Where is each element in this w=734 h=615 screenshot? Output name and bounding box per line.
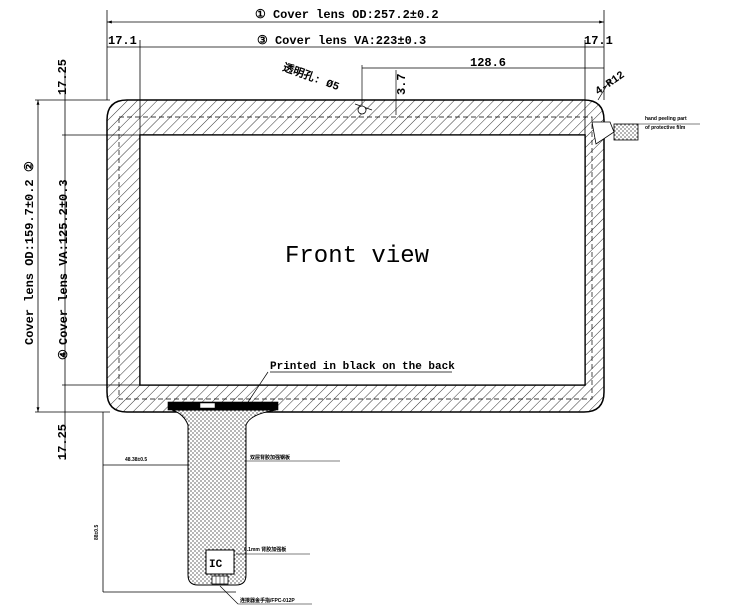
fpc-length-label: 88±0.5 <box>94 525 100 540</box>
fpc-dimensions: 48.38±0.5 双层背胶加强钢板 88±0.5 0.1mm 背胶加强板 连接… <box>94 412 340 605</box>
bottom-margin-label: 17.25 <box>56 424 70 460</box>
fpc-label: 双层背胶加强钢板 <box>250 454 291 461</box>
fpc-tail: IC <box>167 401 279 586</box>
cover-od-width-label: ① Cover lens OD:257.2±0.2 <box>255 8 439 22</box>
viewing-area <box>139 134 586 386</box>
connector-label: 连接器金手指/FPC-012P <box>240 597 295 604</box>
left-margin-label: 17.1 <box>108 34 137 48</box>
circle-num-od: ② <box>23 161 37 172</box>
peel-label-1: hand peeling part <box>645 116 687 122</box>
peel-label-2: of protective film <box>645 125 686 131</box>
fpc-offset-label: 48.38±0.5 <box>125 457 147 463</box>
cover-lens: Front view <box>106 99 605 413</box>
printed-black-label: Printed in black on the back <box>270 361 455 373</box>
cover-va-height-label: Cover lens VA:125.2±0.3 <box>57 179 71 345</box>
ic-label: IC <box>209 559 223 571</box>
left-dimensions: Cover lens OD:159.7±0.2 ② Cover lens VA:… <box>23 59 140 460</box>
cover-va-width-label: ③ Cover lens VA:223±0.3 <box>257 34 426 48</box>
top-margin-label: 17.25 <box>56 59 70 95</box>
dim-128-label: 128.6 <box>470 56 506 70</box>
transparent-hole <box>357 105 367 115</box>
printed-note: Printed in black on the back <box>247 361 455 403</box>
corner-radius-label: 4-R12 <box>593 70 627 99</box>
peeling-tab: hand peeling part of protective film <box>591 116 700 145</box>
front-view-label: Front view <box>285 243 430 270</box>
circle-num-va: ④ <box>57 349 71 360</box>
hole-label: 透明孔: Ø5 <box>281 61 342 95</box>
stiffener-label: 0.1mm 背胶加强板 <box>244 546 287 553</box>
right-margin-label: 17.1 <box>584 34 613 48</box>
cover-od-height-label: Cover lens OD:159.7±0.2 <box>23 179 37 345</box>
dim-3-7-label: 3.7 <box>395 73 409 95</box>
